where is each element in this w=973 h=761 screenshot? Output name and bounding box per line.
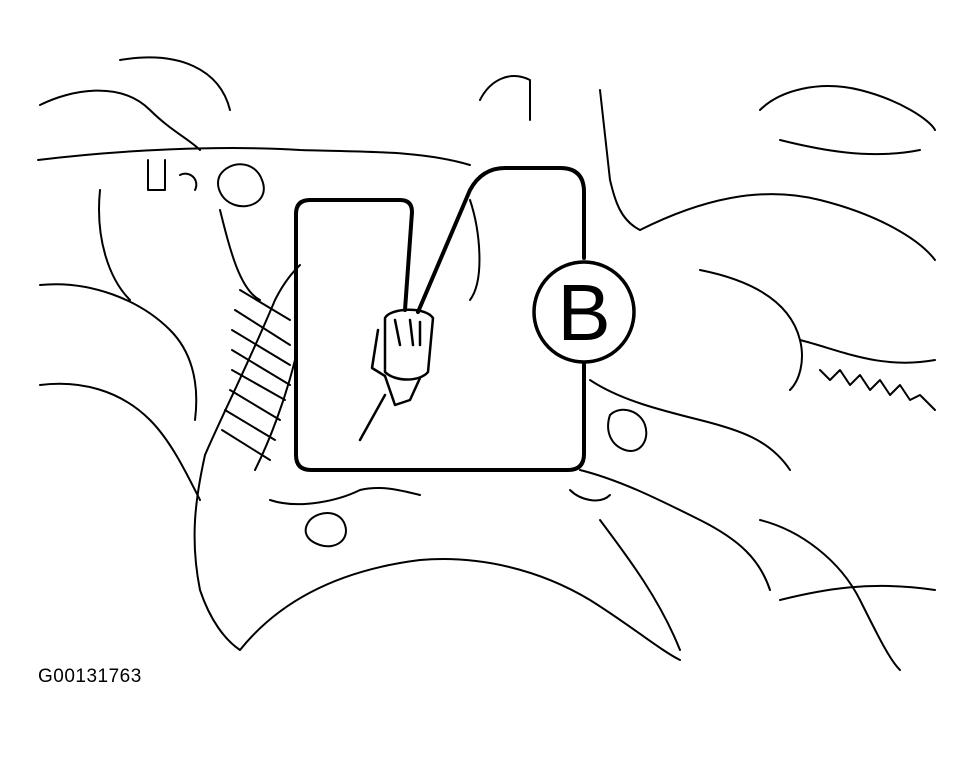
callout-frame-left	[294, 198, 586, 472]
figure-id: G00131763	[38, 666, 142, 687]
connector-icon	[358, 308, 435, 442]
callout-frame-right	[416, 166, 586, 314]
callout-circle	[532, 260, 636, 364]
callout-label: B	[557, 268, 610, 357]
engine-background-lines	[37, 56, 936, 671]
